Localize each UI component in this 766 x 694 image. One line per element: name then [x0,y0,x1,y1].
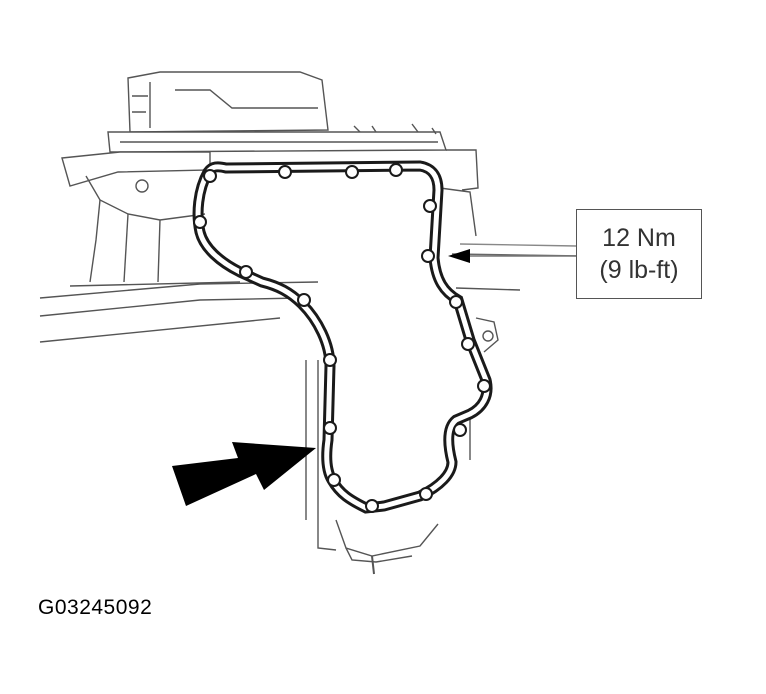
bolt [203,169,217,183]
bolt [453,423,467,437]
torque-value-nm: 12 Nm [602,224,676,252]
gasket-bolts [193,163,491,513]
torque-callout: 12 Nm (9 lb-ft) [576,209,702,299]
torque-value-lbft: (9 lb-ft) [599,256,679,284]
bolt [327,473,341,487]
figure-id-label: G03245092 [38,596,153,619]
bolt [423,199,437,213]
bolt [278,165,292,179]
bolt [193,215,207,229]
bolt [323,353,337,367]
bolt [323,421,337,435]
bolt [345,165,359,179]
bolt [449,295,463,309]
bolt [365,499,379,513]
bolt [421,249,435,263]
bolt [389,163,403,177]
bolt [297,293,311,307]
bolt [461,337,475,351]
bolt [477,379,491,393]
bolt [419,487,433,501]
bolt [239,265,253,279]
direction-arrow-icon [172,442,316,506]
callout-leader [448,249,576,263]
